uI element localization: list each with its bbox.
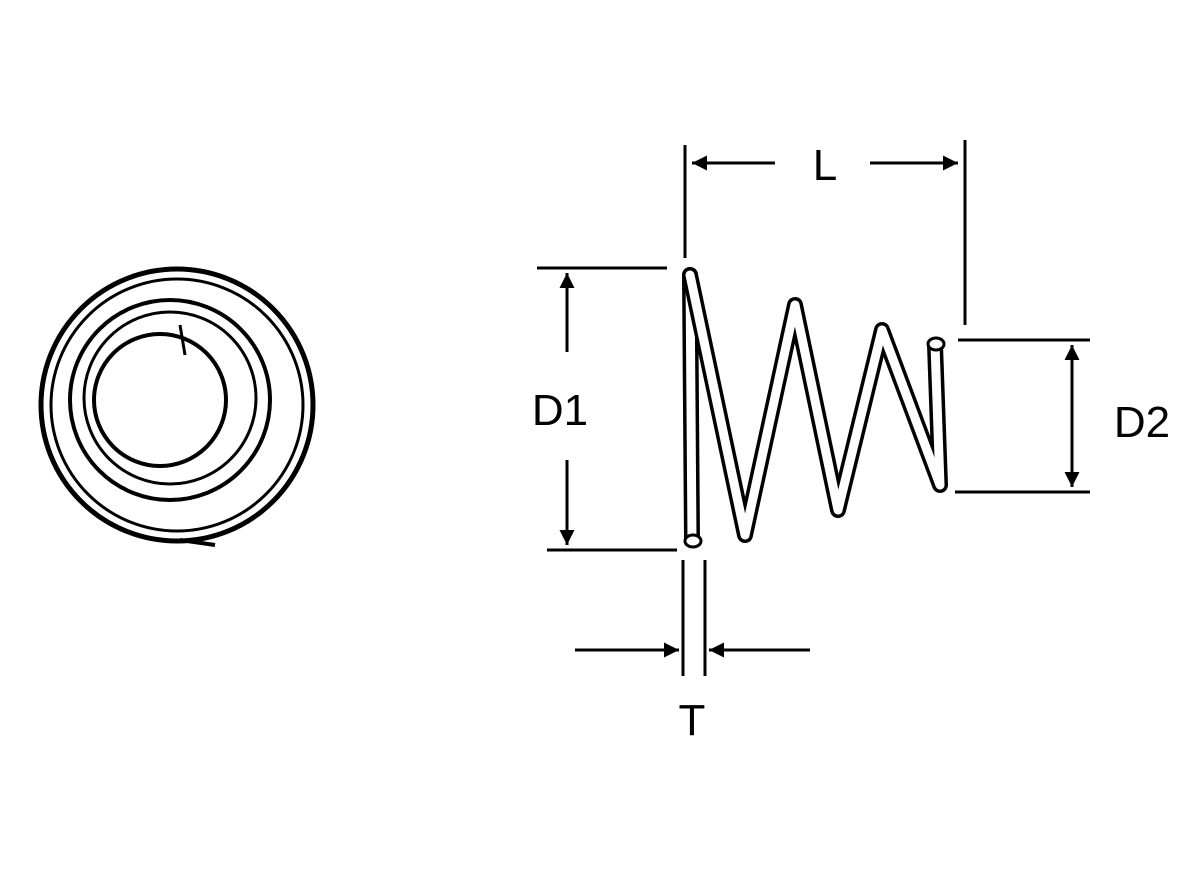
label-large-diameter: D1 xyxy=(532,386,588,435)
dimension-large-diameter xyxy=(537,266,677,552)
spring-side-view xyxy=(682,267,948,549)
label-thickness: T xyxy=(679,696,706,745)
spring-end-view xyxy=(38,266,316,547)
dimension-length xyxy=(683,140,967,325)
label-small-diameter: D2 xyxy=(1114,398,1170,447)
label-length: L xyxy=(813,141,837,190)
dimension-thickness xyxy=(575,560,810,676)
dimension-small-diameter xyxy=(955,338,1090,494)
